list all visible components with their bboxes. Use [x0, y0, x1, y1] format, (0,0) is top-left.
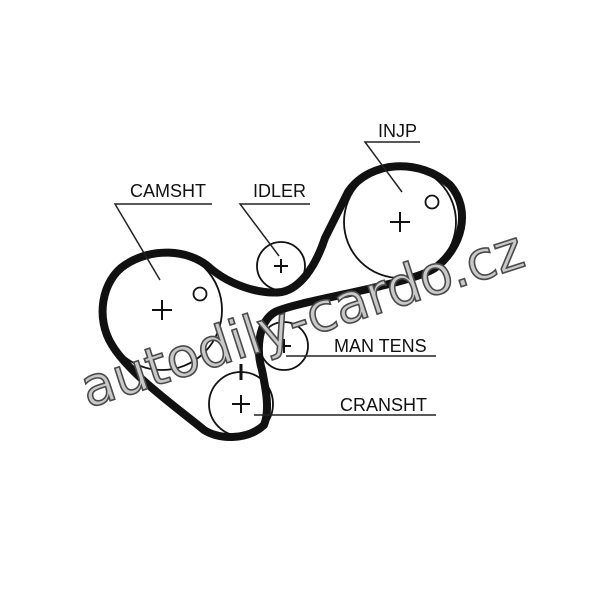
camshaft-center-mark: [152, 300, 172, 320]
camsht-label: CAMSHT: [130, 181, 206, 201]
tensioner-center-mark: [277, 339, 291, 353]
man-tens-label: MAN TENS: [334, 336, 427, 356]
idler-label: IDLER: [253, 181, 306, 201]
injection-pump-timing-hole: [424, 194, 440, 210]
idler-pulley: [256, 241, 306, 291]
injp-label: INJP: [378, 121, 417, 141]
cransht-label: CRANSHT: [340, 395, 427, 415]
idler-leader: [238, 203, 310, 257]
injection-pump-center-mark: [390, 212, 410, 232]
idler-center-mark: [274, 259, 288, 273]
manual-tensioner-pulley: [259, 321, 309, 371]
crankshaft-center-mark: [232, 395, 250, 413]
camshaft-timing-hole: [192, 286, 208, 302]
injection-pump-pulley: [343, 165, 457, 279]
injp-leader: [363, 141, 420, 193]
camsht-leader: [113, 203, 212, 281]
camshaft-pulley: [101, 249, 223, 371]
